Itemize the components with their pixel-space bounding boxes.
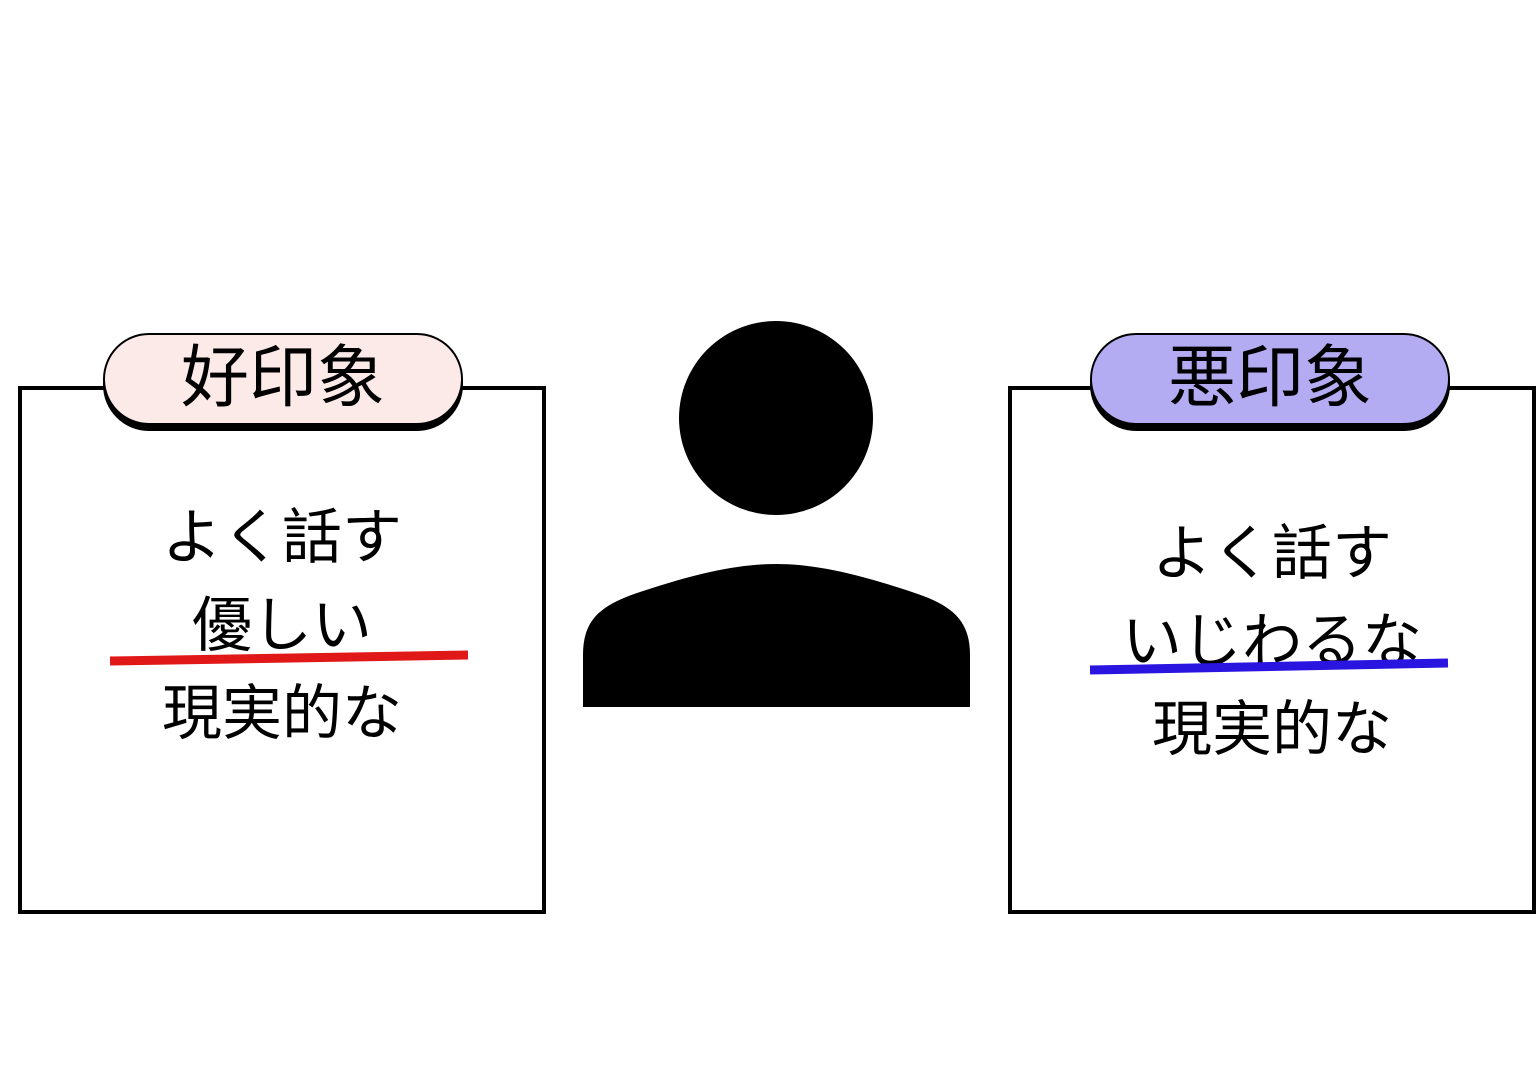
good-impression-label: 好印象 [103,333,463,425]
good-item-3: 現実的な [162,679,402,749]
red-underline [109,650,469,666]
person-icon [583,321,970,707]
bad-impression-card: よく話す いじわるな 現実的な [1008,386,1536,914]
bad-impression-label: 悪印象 [1090,333,1450,425]
good-item-2: 優しい [192,591,372,661]
bad-item-3: 現実的な [1152,695,1392,765]
person-head [679,321,873,515]
good-impression-card: よく話す 優しい 現実的な [18,386,546,914]
bad-item-1: よく話す [1152,519,1392,589]
good-item-1: よく話す [162,503,402,573]
person-body [583,564,970,707]
blue-underline [1089,658,1449,675]
